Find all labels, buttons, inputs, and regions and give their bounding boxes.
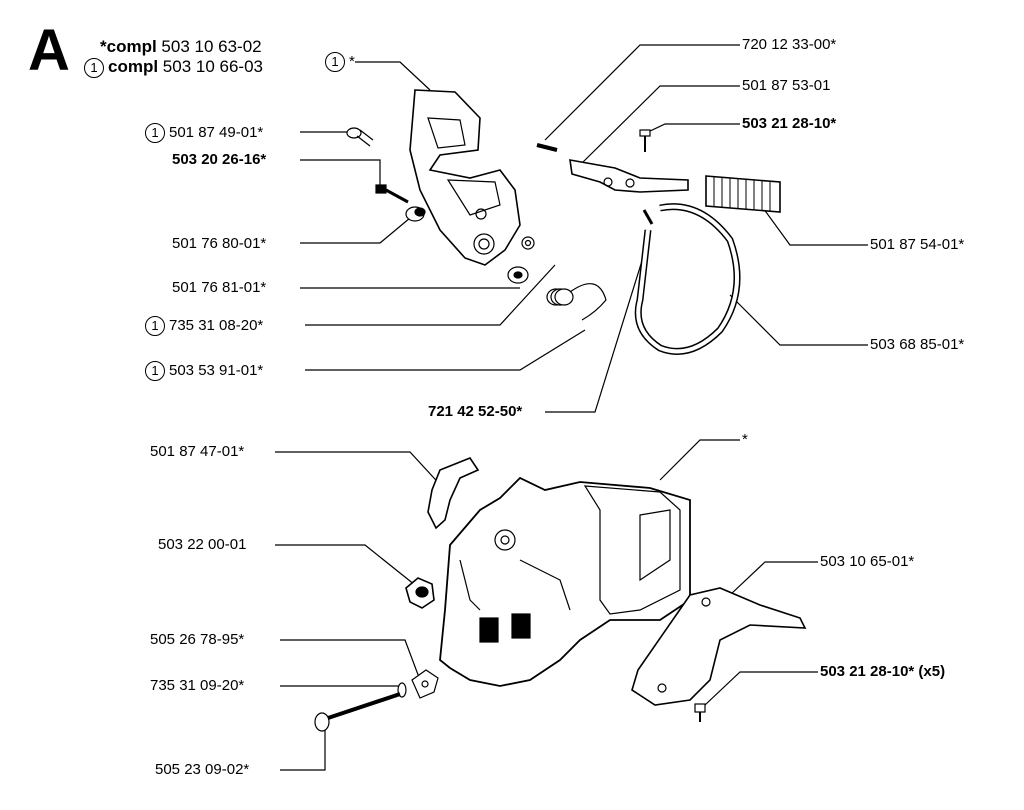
circled-marker: 1 bbox=[325, 52, 345, 72]
label-text: * bbox=[349, 52, 355, 70]
label-text: 735 31 08-20* bbox=[169, 316, 264, 334]
section-letter: A bbox=[28, 18, 70, 83]
chain-catcher bbox=[427, 457, 480, 530]
spacer-nut bbox=[521, 236, 535, 250]
label-501-87-47-01[interactable]: 501 87 47-01* bbox=[150, 443, 245, 460]
leader-line bbox=[300, 159, 381, 185]
label-text: 501 87 49-01* bbox=[169, 123, 264, 141]
leader-line bbox=[305, 329, 586, 371]
leader-line bbox=[545, 234, 651, 413]
label-505-23-09-02[interactable]: 505 23 09-02* bbox=[155, 761, 250, 778]
pivot-screw bbox=[507, 266, 529, 284]
label-501-76-80-01[interactable]: 501 76 80-01* bbox=[172, 235, 267, 252]
leader-line bbox=[704, 671, 818, 706]
leader-line bbox=[305, 264, 556, 326]
label-503-10-65-01[interactable]: 503 10 65-01* bbox=[820, 553, 915, 570]
spring-sleeve bbox=[705, 175, 781, 213]
leader-line bbox=[729, 294, 868, 346]
leader-line bbox=[544, 44, 740, 141]
label-503-68-85-01[interactable]: 503 68 85-01* bbox=[870, 336, 965, 353]
label-501-87-53-01[interactable]: 501 87 53-01 bbox=[742, 77, 831, 94]
compl-kit-2-prefix: compl bbox=[108, 57, 159, 76]
label-501-87-54-01[interactable]: 501 87 54-01* bbox=[870, 236, 965, 253]
coil-spring bbox=[546, 283, 607, 321]
leader-line bbox=[659, 439, 740, 481]
compl-kit-1-number: 503 10 63-02 bbox=[161, 37, 262, 56]
side-plate bbox=[631, 587, 807, 706]
label-501-76-81-01[interactable]: 501 76 81-01* bbox=[172, 279, 267, 296]
adjusting-screw bbox=[314, 692, 401, 732]
label-503-20-26-16[interactable]: 503 20 26-16* bbox=[172, 151, 267, 168]
circled-marker: 1 bbox=[145, 361, 165, 381]
label-top-cover[interactable]: 1* bbox=[325, 52, 355, 72]
brake-band bbox=[634, 203, 741, 355]
compl-kit-2-number: 503 10 66-03 bbox=[162, 57, 263, 76]
compl-kit-1: *compl 503 10 63-02 bbox=[100, 37, 262, 57]
label-503-22-00-01[interactable]: 503 22 00-01 bbox=[158, 536, 247, 553]
circled-marker: 1 bbox=[145, 123, 165, 143]
tensioner-nut bbox=[411, 669, 439, 699]
small-screw bbox=[346, 127, 374, 147]
band-pin bbox=[642, 209, 654, 225]
leader-line bbox=[275, 451, 446, 491]
leader-line bbox=[300, 217, 411, 244]
circled-marker: 1 bbox=[84, 57, 104, 78]
leader-line bbox=[275, 544, 416, 586]
clutch-cover bbox=[439, 476, 691, 687]
label-text: 503 53 91-01* bbox=[169, 361, 264, 379]
brake-lever bbox=[569, 159, 689, 193]
leader-line bbox=[280, 725, 326, 771]
label-503-21-28-10[interactable]: 503 21 28-10* bbox=[742, 115, 837, 132]
circled-marker: 1 bbox=[145, 316, 165, 336]
label-503-21-28-10-x5[interactable]: 503 21 28-10* (x5) bbox=[820, 663, 946, 680]
lever-screw bbox=[639, 129, 651, 152]
brake-bolt bbox=[375, 184, 409, 204]
label-735-31-09-20[interactable]: 735 31 09-20* bbox=[150, 677, 245, 694]
leader-line bbox=[729, 561, 818, 596]
label-clutch-cover-star[interactable]: * bbox=[742, 431, 748, 448]
mount-screw bbox=[694, 703, 706, 722]
label-721-42-52-50[interactable]: 721 42 52-50* bbox=[428, 403, 523, 420]
leader-line bbox=[647, 123, 740, 133]
label-505-26-78-95[interactable]: 505 26 78-95* bbox=[150, 631, 245, 648]
label-720-12-33-00[interactable]: 720 12 33-00* bbox=[742, 36, 837, 53]
leader-line bbox=[280, 639, 421, 681]
compl-kit-1-prefix: *compl bbox=[100, 37, 157, 56]
nut bbox=[405, 577, 435, 609]
leader-line bbox=[579, 85, 740, 166]
leader-line bbox=[355, 61, 431, 91]
bushing bbox=[405, 206, 426, 222]
washer bbox=[397, 682, 407, 698]
chain-brake-cover bbox=[409, 89, 521, 266]
lever-pin bbox=[536, 143, 558, 152]
